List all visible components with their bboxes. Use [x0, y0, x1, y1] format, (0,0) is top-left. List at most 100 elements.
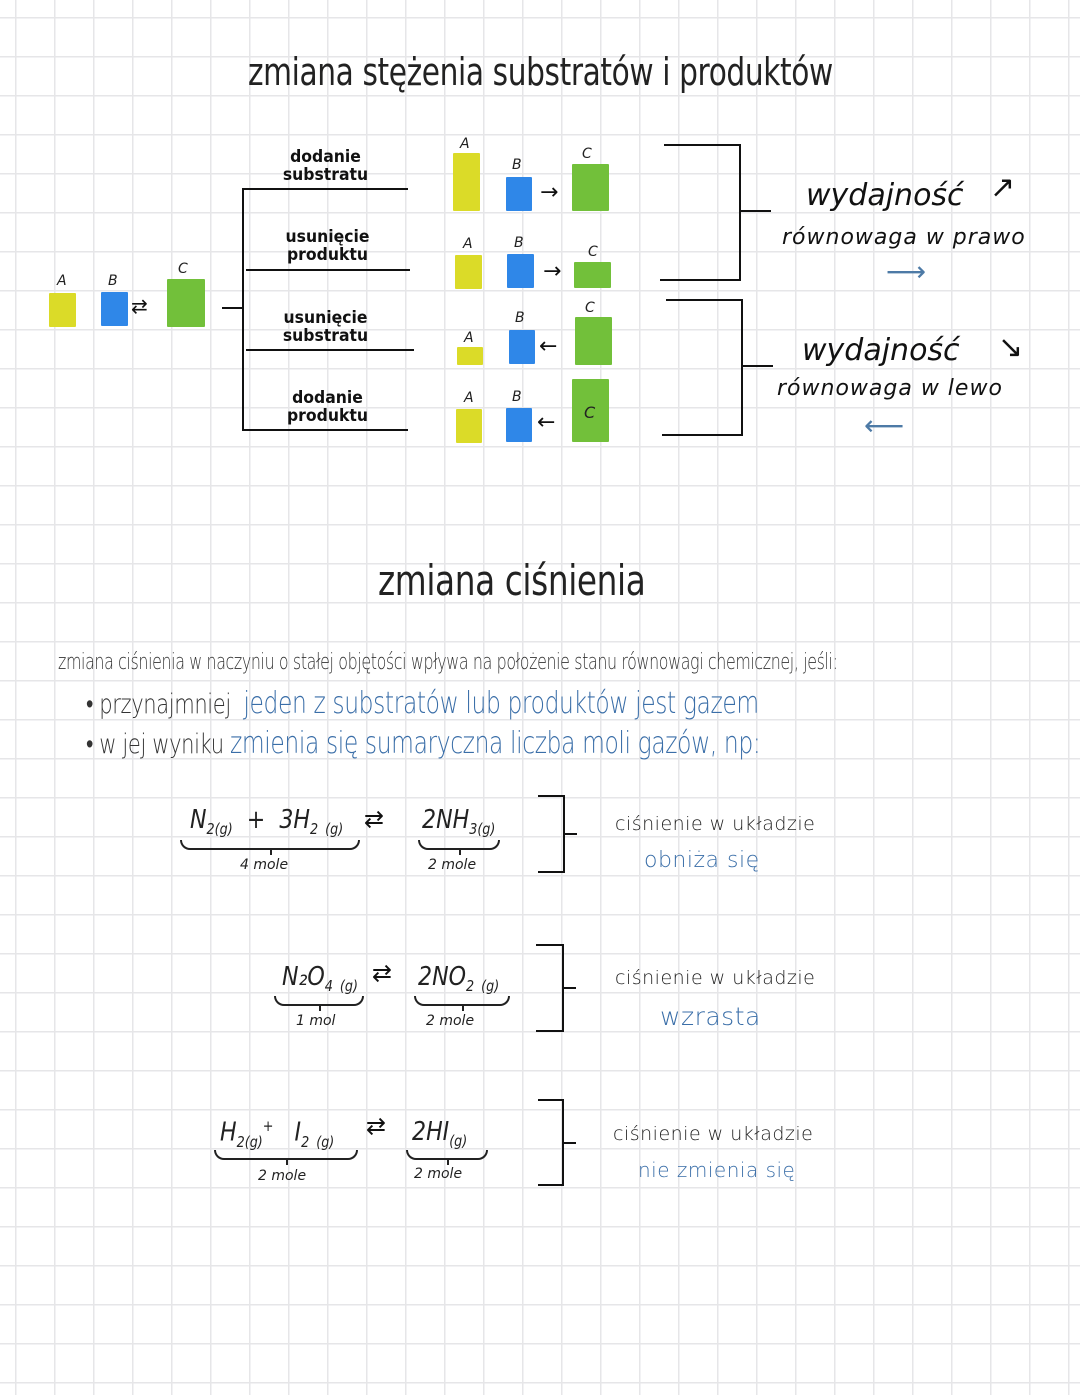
- eq2-r1-state: (g): [339, 977, 358, 996]
- equation-2-reactants: N₂O4 (g): [282, 962, 358, 995]
- outcome-1-equilibrium: równowaga w prawo: [782, 225, 1026, 250]
- base-box-b: [101, 292, 128, 326]
- equation-3-result: nie zmienia się: [638, 1158, 796, 1182]
- equation-3-reactant-moles: 2 mole: [258, 1168, 307, 1184]
- eq3-p1-coef: 2: [412, 1117, 427, 1147]
- eq3-bracket-bottom: [538, 1184, 564, 1186]
- equation-1-reactant-moles: 4 mole: [240, 857, 289, 873]
- equation-3-label: ciśnienie w układzie: [613, 1123, 814, 1145]
- eq1-plus: +: [246, 805, 266, 835]
- equation-1-reactant-brace: [180, 840, 360, 855]
- tree-stem: [222, 307, 244, 309]
- row4-box-a: [456, 409, 482, 443]
- base-label-a: A: [57, 273, 67, 289]
- equation-2-reactant-brace: [274, 996, 364, 1011]
- row2-label-a: A: [463, 236, 473, 252]
- row1-box-a: [453, 153, 480, 211]
- equation-3-product-brace: [406, 1150, 488, 1165]
- tree-branch-3: [246, 349, 414, 351]
- row2-box-b: [507, 254, 534, 288]
- bullet-2: • w jej wyniku zmienia się sumaryczna li…: [86, 726, 761, 761]
- condition-1-line1: dodanie: [290, 147, 361, 167]
- row4-label-b: B: [512, 389, 522, 405]
- equation-1-reactants: N2(g) + 3H2 (g): [190, 805, 343, 838]
- equation-1-product-moles: 2 mole: [428, 857, 477, 873]
- condition-2-line2: produktu: [286, 245, 368, 265]
- equation-2-result: wzrasta: [660, 1002, 761, 1031]
- eq1-p1-state: (g): [477, 820, 496, 839]
- shift-right-arrow-icon: ⟶: [886, 255, 927, 288]
- equation-1-products: 2NH3(g): [422, 805, 495, 838]
- row3-direction-arrow-icon: ←: [539, 334, 558, 359]
- tree-branch-1: [242, 188, 408, 190]
- eq1-p1-formula: NH: [436, 805, 470, 835]
- yield-up-icon: ↗: [990, 170, 1016, 205]
- condition-label-2: usunięcie produktu: [284, 228, 371, 264]
- row1-label-c: C: [582, 146, 592, 162]
- pressure-intro: zmiana ciśnienia w naczyniu o stałej obj…: [58, 650, 838, 675]
- bullet-1-prefix: przynajmniej: [99, 689, 231, 720]
- eq2-r1-formula: N₂O: [282, 962, 325, 992]
- outcome-2-yield: wydajność: [802, 333, 960, 368]
- eq3-r2-sub: 2: [301, 1132, 310, 1151]
- eq3-r2-state: (g): [316, 1132, 335, 1151]
- eq1-r2-coef: 3: [279, 805, 294, 835]
- equation-1-product-brace: [418, 840, 500, 855]
- section-title-pressure: zmiana ciśnienia: [378, 556, 646, 605]
- base-label-b: B: [108, 273, 118, 289]
- bracket-2-bottom: [662, 434, 743, 436]
- bullet-2-prefix: w jej wyniku: [99, 729, 224, 760]
- condition-3-line2: substratu: [282, 326, 369, 346]
- condition-1-line2: substratu: [282, 165, 369, 185]
- bracket-2-vertical: [741, 299, 743, 436]
- condition-4-line2: produktu: [286, 406, 368, 426]
- row1-box-c: [572, 164, 609, 211]
- base-label-c: C: [178, 261, 188, 277]
- eq3-p1-state: (g): [449, 1132, 468, 1151]
- eq1-r1-sub: 2: [206, 820, 215, 839]
- row4-label-c: C: [584, 403, 596, 422]
- equation-1-equilibrium-arrow-icon: ⇄: [364, 805, 385, 833]
- bullet-dot: •: [86, 689, 100, 720]
- bracket-1-stem: [739, 210, 771, 212]
- equilibrium-arrow-icon: ⇄: [131, 294, 148, 318]
- row4-label-a: A: [464, 390, 474, 406]
- eq1-r2-state: (g): [325, 820, 344, 839]
- eq3-p1-formula: HI: [426, 1117, 450, 1147]
- row2-box-a: [455, 255, 482, 289]
- tree-branch-2: [246, 269, 410, 271]
- eq3-r2-formula: I: [294, 1117, 302, 1148]
- eq1-bracket-top: [538, 795, 565, 797]
- equation-1-label: ciśnienie w układzie: [615, 813, 816, 835]
- bullet-dot: •: [86, 729, 100, 760]
- eq3-r1-formula: H: [220, 1117, 237, 1148]
- eq2-p1-sub: 2: [465, 977, 475, 996]
- row2-label-c: C: [588, 244, 598, 260]
- equation-2-label: ciśnienie w układzie: [615, 967, 816, 989]
- equation-1-result: obniża się: [644, 848, 760, 873]
- condition-2-line1: usunięcie: [285, 227, 370, 247]
- row3-label-b: B: [515, 310, 525, 326]
- eq1-p1-sub: 3: [469, 820, 478, 839]
- bullet-1-highlight: jeden z substratów lub produktów jest ga…: [243, 686, 759, 721]
- eq1-bracket-bottom: [538, 871, 565, 873]
- bracket-2-top: [666, 299, 743, 301]
- eq2-p1-coef: 2: [418, 962, 433, 992]
- equation-3-product-moles: 2 mole: [414, 1166, 463, 1182]
- eq3-bracket-top: [538, 1099, 564, 1101]
- row1-box-b: [506, 177, 532, 211]
- eq3-r1-state: (g): [244, 1132, 263, 1151]
- condition-3-line1: usunięcie: [283, 308, 368, 328]
- condition-4-line1: dodanie: [292, 388, 363, 408]
- eq1-r1-formula: N: [190, 805, 207, 835]
- section-title-concentration: zmiana stężenia substratów i produktów: [248, 50, 833, 94]
- shift-left-arrow-icon: ⟵: [864, 409, 905, 442]
- eq1-r2-formula: H: [293, 805, 311, 835]
- base-box-c: [167, 279, 205, 327]
- tree-trunk: [242, 188, 244, 431]
- eq2-bracket-stem: [562, 987, 576, 989]
- outcome-2-equilibrium: równowaga w lewo: [777, 376, 1003, 401]
- base-box-a: [49, 293, 76, 327]
- equation-2-product-brace: [414, 996, 510, 1011]
- equation-2-products: 2NO2 (g): [418, 962, 499, 995]
